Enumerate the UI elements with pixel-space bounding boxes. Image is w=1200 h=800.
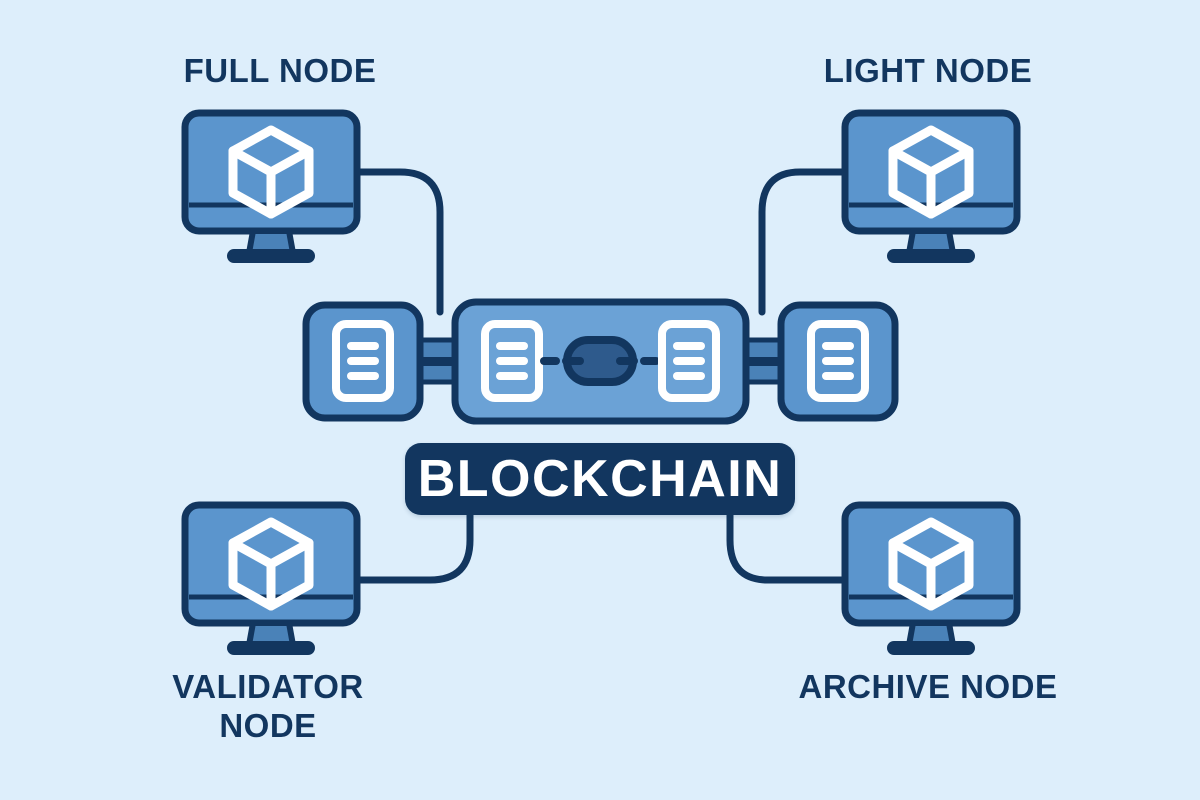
node-validator-node[interactable] [185, 505, 357, 653]
blockchain-badge-label: BLOCKCHAIN [417, 450, 783, 508]
cable-light-node [758, 168, 849, 316]
chain-block-4[interactable] [777, 301, 899, 422]
node-label-light-node: LIGHT NODE [823, 52, 1033, 89]
node-archive-node[interactable] [845, 505, 1017, 653]
chain-block-1[interactable] [302, 301, 424, 422]
node-label-full-node: FULL NODE [183, 52, 377, 89]
node-full-node[interactable] [185, 113, 357, 261]
node-label-validator-node: VALIDATOR NODE [172, 668, 364, 744]
cable-archive-node [726, 508, 849, 584]
blockchain-chain [302, 298, 899, 425]
cable-validator-node [353, 508, 474, 584]
node-label-archive-node: ARCHIVE NODE [798, 668, 1058, 705]
node-light-node[interactable] [845, 113, 1017, 261]
cable-full-node [353, 168, 444, 316]
connection-cables [353, 168, 849, 584]
blockchain-badge[interactable]: BLOCKCHAIN [405, 443, 795, 515]
chain-block-center[interactable] [451, 298, 750, 425]
